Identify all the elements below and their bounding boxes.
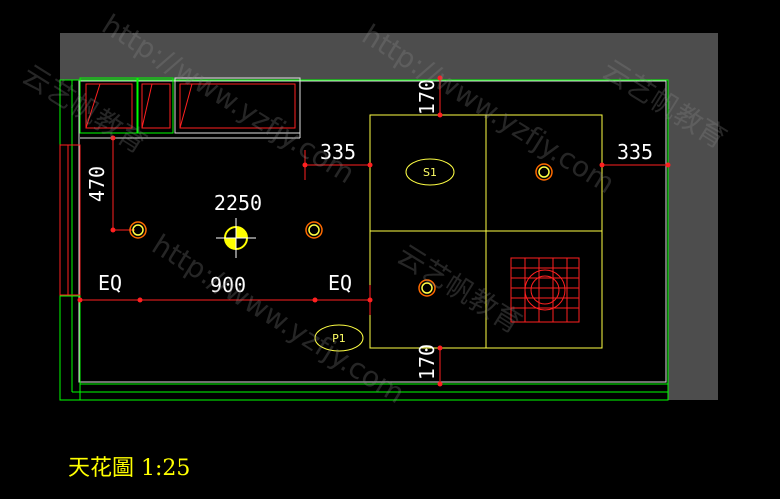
dim-right-offset: 335 bbox=[617, 140, 653, 164]
drawing-title: 天花圖 1:25 bbox=[68, 456, 190, 481]
dim-bottom-vertical: 170 bbox=[415, 344, 439, 380]
tag-s1-label: S1 bbox=[423, 166, 437, 179]
dim-side-vertical: 470 bbox=[85, 166, 109, 202]
ceiling-grid bbox=[369, 114, 603, 349]
downlight-fixtures bbox=[129, 163, 553, 297]
downlight-icon bbox=[305, 221, 323, 239]
tag-p1-label: P1 bbox=[332, 332, 346, 345]
tag-p1: P1 bbox=[314, 324, 364, 352]
dim-eq-right: EQ bbox=[328, 271, 352, 295]
dim-top-vertical: 170 bbox=[415, 79, 439, 115]
downlight-icon bbox=[418, 279, 436, 297]
tag-s1: S1 bbox=[405, 158, 455, 186]
downlight-icon bbox=[535, 163, 553, 181]
top-cabinets bbox=[79, 77, 301, 139]
dim-left-offset: 335 bbox=[320, 140, 356, 164]
wall-band bbox=[60, 33, 718, 400]
dim-centre-height: 2250 bbox=[214, 191, 262, 215]
exhaust-fan-icon bbox=[510, 257, 580, 323]
room-outline bbox=[78, 80, 667, 383]
door-frame bbox=[59, 144, 81, 296]
dim-centre-span: 900 bbox=[210, 273, 246, 297]
ceiling-light-icon bbox=[216, 218, 256, 258]
dimension-ticks bbox=[77, 75, 671, 387]
downlight-icon bbox=[129, 221, 147, 239]
dim-eq-left: EQ bbox=[98, 271, 122, 295]
